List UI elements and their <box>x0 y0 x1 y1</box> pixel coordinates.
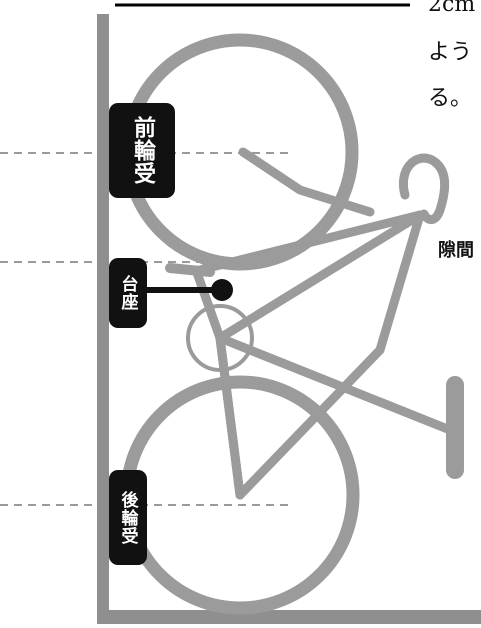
crank-ring <box>186 304 254 372</box>
body-text-line-3: る。 <box>428 86 473 111</box>
saddle <box>165 263 215 277</box>
bike-frame <box>191 147 455 500</box>
wall <box>97 14 109 624</box>
rear-wheel-holder-label: 後輪受 <box>109 470 147 565</box>
gap-label: 隙間 <box>438 240 474 261</box>
floor <box>97 610 481 624</box>
front-wheel-holder-label: 前輪受 <box>109 103 175 198</box>
stand-knob <box>211 279 233 301</box>
body-text-line-2: よう <box>428 40 473 65</box>
body-text-line-1: 2cm <box>428 0 476 17</box>
stand-label: 台座 <box>109 258 147 328</box>
